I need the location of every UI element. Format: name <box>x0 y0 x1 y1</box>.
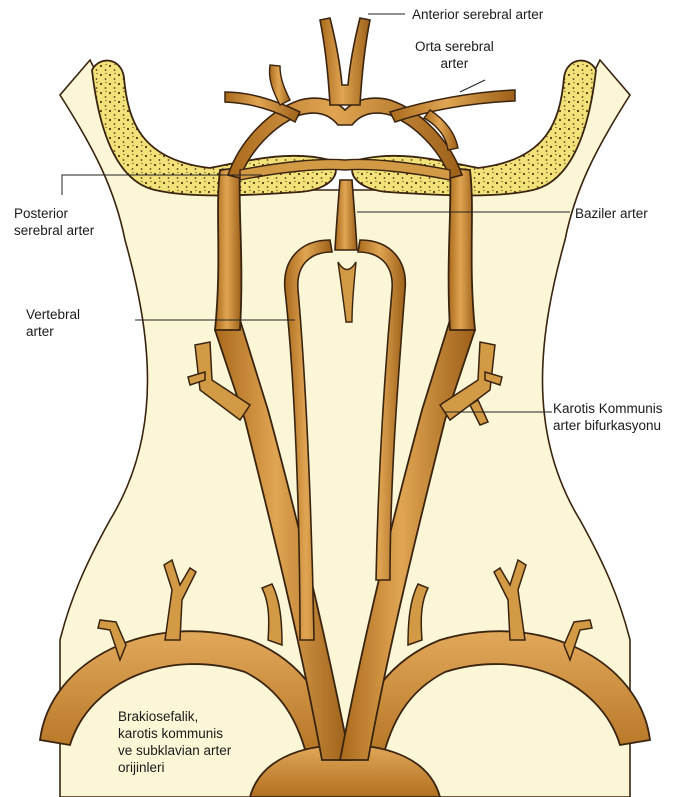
leader-middle-cerebral <box>460 80 485 92</box>
label-carotid-bifurcation: Karotis Kommunis arter bifurkasyonu <box>553 400 663 434</box>
label-middle-cerebral: Orta serebral arter <box>415 38 494 72</box>
left-middle-cerebral-branch <box>269 65 290 105</box>
label-basilar: Baziler arter <box>575 205 648 222</box>
label-origins: Brakiosefalik, karotis kommunis ve subkl… <box>118 708 231 776</box>
anterior-cerebral-arteries <box>320 18 370 105</box>
left-internal-carotid <box>215 168 241 330</box>
label-posterior-cerebral: Posterior serebral arter <box>14 205 94 239</box>
right-middle-cerebral-artery <box>390 90 515 122</box>
brain-right-lobe <box>352 61 596 196</box>
label-anterior-cerebral: Anterior serebral arter <box>412 6 543 23</box>
right-internal-carotid <box>449 168 475 330</box>
label-vertebral: Vertebral arter <box>26 306 80 340</box>
